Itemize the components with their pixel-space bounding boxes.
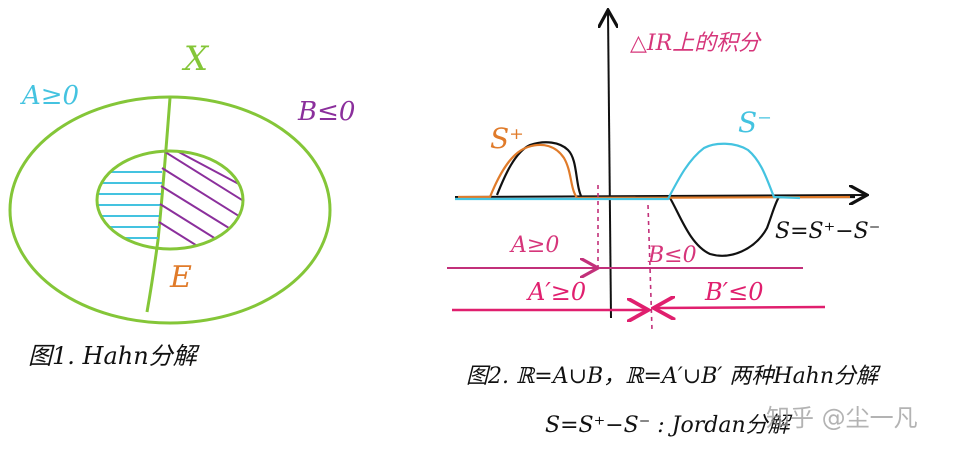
figure-1-caption: 图1. Hahn分解	[28, 342, 201, 370]
figure-2-real-line-decomposition: △IR上的积分 S⁺ S⁻ S=S⁺−S⁻ A≥0 B≤0 A′≥0 B′≤0 …	[447, 12, 881, 438]
set-a-label: A≥0	[20, 81, 79, 111]
hahn-dividing-curve	[145, 97, 172, 313]
b2-label: B′≤0	[704, 278, 763, 306]
x-axis	[454, 195, 865, 197]
set-b-label: B≤0	[297, 97, 355, 127]
set-e-ellipse	[95, 149, 245, 251]
s-minus-curve	[455, 142, 801, 201]
set-e-label: E	[169, 260, 192, 295]
s-plus-curve	[458, 143, 851, 200]
set-x-outer-ellipse	[8, 95, 332, 325]
a-label: A≥0	[509, 233, 559, 258]
a2-label: A′≥0	[526, 278, 586, 306]
set-e-hatching	[97, 151, 243, 249]
figure-2-caption-line-1: 图2. ℝ=A∪B，ℝ=A′∪B′ 两种Hahn分解	[466, 364, 881, 389]
s-equation-label: S=S⁺−S⁻	[775, 219, 880, 244]
zhihu-watermark: 知乎 @尘一凡	[766, 404, 918, 432]
set-x-label: X	[181, 39, 210, 79]
b2-interval-line	[656, 307, 826, 308]
s-minus-label: S⁻	[738, 106, 772, 139]
figure-2-caption-line-2: S=S⁺−S⁻ : Jordan分解	[545, 413, 793, 438]
b-label: B≤0	[647, 243, 697, 268]
figure-2-title: △IR上的积分	[630, 31, 762, 56]
y-axis	[608, 12, 611, 319]
s-plus-label: S⁺	[490, 122, 524, 155]
figure-1-hahn-decomposition: X A≥0 B≤0 E 图1. Hahn分解	[8, 39, 355, 370]
